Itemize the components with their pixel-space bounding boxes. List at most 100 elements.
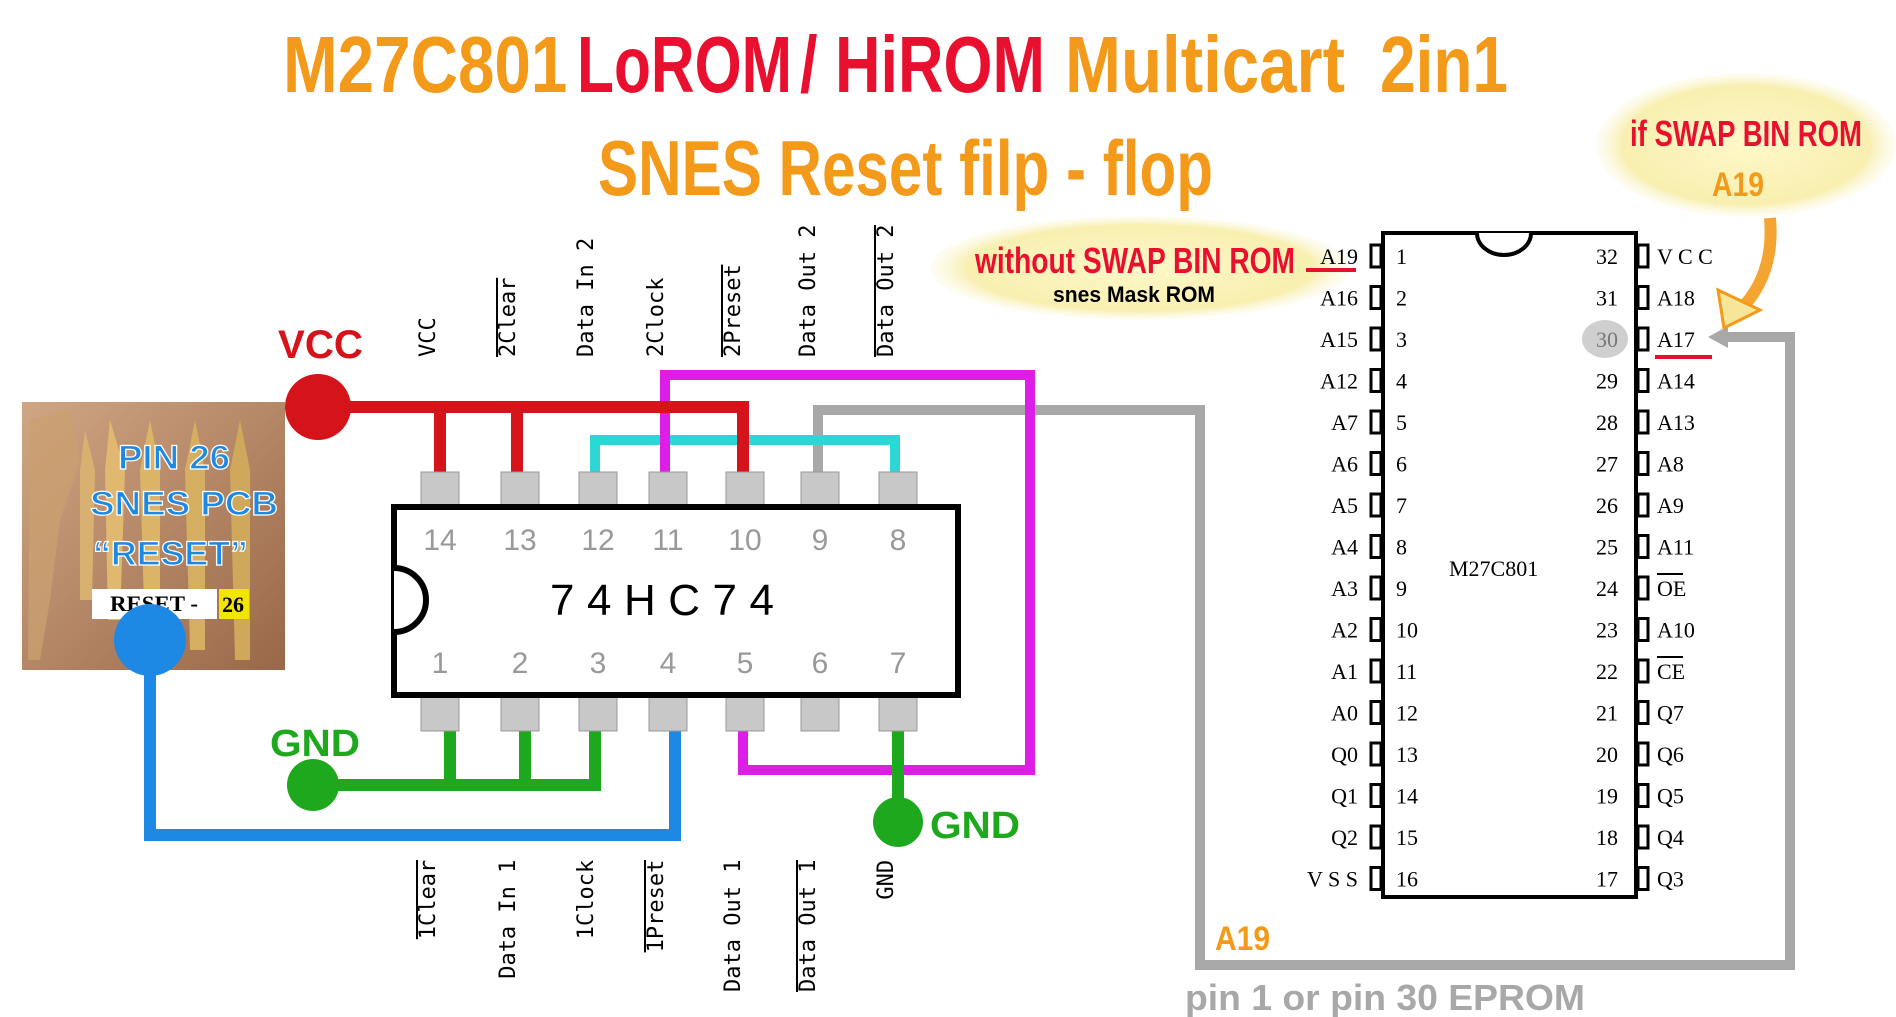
eprom-pin: [1636, 368, 1650, 393]
hc74-bottom-pin-name: GND: [874, 860, 899, 900]
hc74-pin: [648, 471, 688, 511]
eprom-pin-number: 25: [1596, 535, 1618, 560]
eprom-pin: [1369, 658, 1383, 684]
eprom-pin-name: A10: [1657, 618, 1695, 643]
hc74-pin-number: 4: [660, 647, 677, 680]
eprom-pin: [1369, 492, 1383, 518]
hc74-pin-number: 6: [812, 647, 829, 680]
eprom-pin-name: A1: [1331, 659, 1358, 684]
hc74-top-pin-name: 2Clock: [644, 278, 669, 357]
eprom-pin: [1636, 534, 1650, 559]
eprom-pin-name: A4: [1331, 535, 1358, 560]
eprom-pin-number: 10: [1396, 618, 1418, 643]
hc74-pin: [878, 471, 918, 511]
eprom-pin-name: A8: [1657, 452, 1684, 477]
eprom-pin-number: 1: [1396, 244, 1407, 269]
eprom-pin-name: Q2: [1331, 825, 1358, 850]
title: M27C801 LoROM / HiROM Multicart 2in1 SNE…: [283, 20, 1508, 212]
hc74-top-pin-name: Data In 2: [574, 238, 599, 357]
hc74-pin-number: 9: [812, 524, 829, 557]
eprom-pin-number: 20: [1596, 742, 1618, 767]
eprom-right-pins: [1636, 243, 1650, 891]
eprom-pin-name: Q0: [1331, 742, 1358, 767]
eprom-pin: [1369, 534, 1383, 559]
hc74-top-pin-name: VCC: [416, 317, 441, 357]
eprom-pin: [1636, 492, 1650, 518]
without-swap-bubble: without SWAP BIN ROM snes Mask ROM: [930, 216, 1350, 320]
eprom-pin-name: A3: [1331, 576, 1358, 601]
eprom-pin: [1369, 575, 1383, 601]
hc74-pin-number: 3: [590, 647, 607, 680]
eprom-pin-name: Q3: [1657, 867, 1684, 892]
vcc-wire-main: [320, 401, 749, 480]
eprom-pin-number: 32: [1596, 244, 1618, 269]
eprom-pin: [1636, 326, 1650, 352]
eprom-pin-number: 12: [1396, 701, 1418, 726]
if-swap-line1: if SWAP BIN ROM: [1630, 113, 1862, 154]
reset-terminal-dot: [114, 604, 186, 676]
eprom-pin: [1636, 658, 1650, 684]
eprom-pin-number: 18: [1596, 825, 1618, 850]
eprom-pin: [1369, 866, 1383, 891]
hc74-pin: [878, 692, 918, 732]
hc74-pin-number: 10: [728, 524, 761, 557]
hc74-pin: [578, 692, 618, 732]
eprom-pin-name: A17: [1657, 327, 1695, 352]
chip-notch: [393, 565, 429, 635]
hc74-top-pin-name: 2Clear: [496, 278, 521, 357]
eprom-pin-name: A2: [1331, 618, 1358, 643]
eprom-pin: [1636, 575, 1650, 601]
eprom-pin-name: A14: [1657, 369, 1695, 394]
eprom-pin: [1369, 409, 1383, 435]
eprom-pin-number: 23: [1596, 618, 1618, 643]
eprom-pin-number: 28: [1596, 410, 1618, 435]
pin30-highlight: [1582, 320, 1628, 358]
hc74-top-pin-name: 2Preset: [721, 264, 746, 357]
eprom-pin: [1636, 617, 1650, 642]
eprom-pin-name: A9: [1657, 493, 1684, 518]
eprom-pin-name: Q1: [1331, 784, 1358, 809]
title-part-2in1: 2in1: [1380, 20, 1508, 109]
a19-arrowhead: [1708, 326, 1728, 348]
hc74-pin-number: 14: [423, 524, 456, 557]
eprom-left-pins: [1369, 243, 1383, 891]
eprom-pin-name: V C C: [1657, 244, 1713, 269]
eprom-pin-number: 26: [1596, 493, 1618, 518]
hc74-pin-number: 7: [890, 647, 907, 680]
eprom-pin-name: Q7: [1657, 701, 1684, 726]
eprom-pin-name: Q6: [1657, 742, 1684, 767]
eprom-pin: [1636, 285, 1650, 310]
title-part-multicart: Multicart: [1065, 20, 1345, 109]
eprom-pin-number: 3: [1396, 327, 1407, 352]
eprom-pin-name: A0: [1331, 701, 1358, 726]
a19-wire-label: A19: [1215, 920, 1270, 958]
eprom-pin: [1369, 285, 1383, 310]
eprom-pin-number: 8: [1396, 535, 1407, 560]
gnd-wire-left: [300, 718, 601, 791]
eprom-pin-number: 4: [1396, 369, 1407, 394]
gnd-right-label: GND: [930, 805, 1020, 847]
eprom-pin-note: pin 1 or pin 30 EPROM: [1185, 977, 1585, 1017]
eprom-pin-number: 15: [1396, 825, 1418, 850]
hc74-bottom-pin-name: 1Clear: [416, 860, 441, 939]
eprom-pin-number: 13: [1396, 742, 1418, 767]
eprom-pin-name: Q4: [1657, 825, 1684, 850]
a19-wire: [813, 332, 1795, 970]
eprom-pin: [1369, 326, 1383, 352]
title-part-m27c801: M27C801: [283, 20, 567, 110]
hc74-bottom-pin-name: 1Clock: [574, 860, 599, 939]
hc74-pin: [420, 471, 460, 511]
without-swap-line1: without SWAP BIN ROM: [974, 240, 1295, 281]
if-swap-bubble: if SWAP BIN ROM A19: [1596, 73, 1896, 331]
hc74-bottom-pin-name: Data In 1: [496, 860, 521, 979]
eprom-pin-number: 22: [1596, 659, 1618, 684]
gnd-left-terminal-dot: [287, 759, 339, 811]
pin26-label-line2: SNES PCB: [90, 485, 278, 523]
eprom-pin-number: 24: [1596, 576, 1618, 601]
hc74-pin: [800, 471, 840, 511]
vcc-label: VCC: [278, 323, 363, 367]
hc74-bottom-pin-name: 1Preset: [644, 860, 669, 953]
eprom-pin: [1369, 783, 1383, 808]
eprom-pin: [1369, 243, 1383, 269]
